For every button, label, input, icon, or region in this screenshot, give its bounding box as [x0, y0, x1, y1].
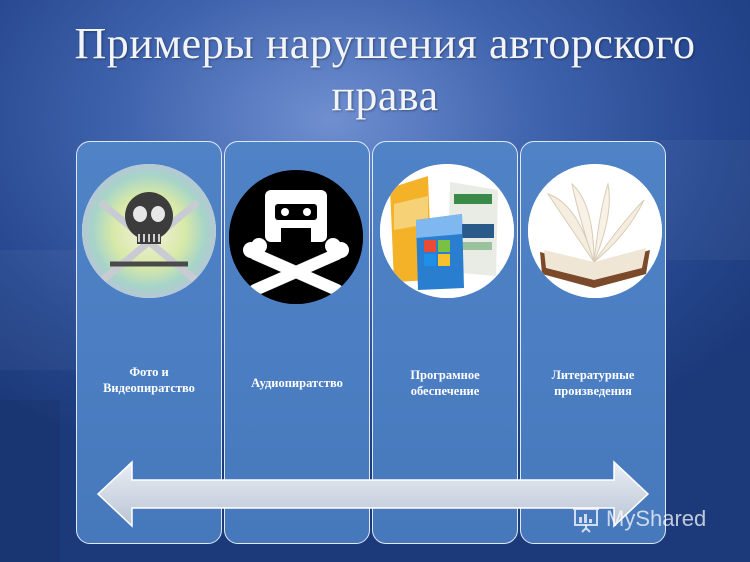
- double-arrow-icon: [96, 460, 650, 528]
- software-boxes-icon: [380, 164, 514, 298]
- card-label: Аудиопиратство: [222, 375, 372, 391]
- watermark: MyShared: [570, 503, 706, 535]
- card-label-line: Видеопиратство: [103, 381, 195, 395]
- watermark-text: MyShared: [606, 506, 707, 531]
- slide-title: Примеры нарушения авторского права: [40, 18, 730, 122]
- card-label-line: произведения: [554, 384, 632, 398]
- open-book-icon: [528, 164, 662, 298]
- cassette-crossbones-icon: [229, 170, 363, 304]
- card-label: Фото и Видеопиратство: [74, 364, 224, 396]
- presentation-board-icon: [573, 508, 599, 533]
- card-label-line: обеспечение: [410, 384, 480, 398]
- card-label-line: Литературные: [551, 368, 635, 382]
- title-line-1: Примеры нарушения авторского: [74, 19, 696, 68]
- card-label-line: Програмное: [410, 368, 480, 382]
- skull-crossed-swords-icon: [82, 164, 216, 298]
- card-label: Програмное обеспечение: [370, 367, 520, 399]
- card-label-line: Фото и: [129, 365, 169, 379]
- card-label-line: Аудиопиратство: [251, 376, 343, 390]
- title-line-2: права: [331, 71, 439, 120]
- card-label: Литературные произведения: [518, 367, 668, 399]
